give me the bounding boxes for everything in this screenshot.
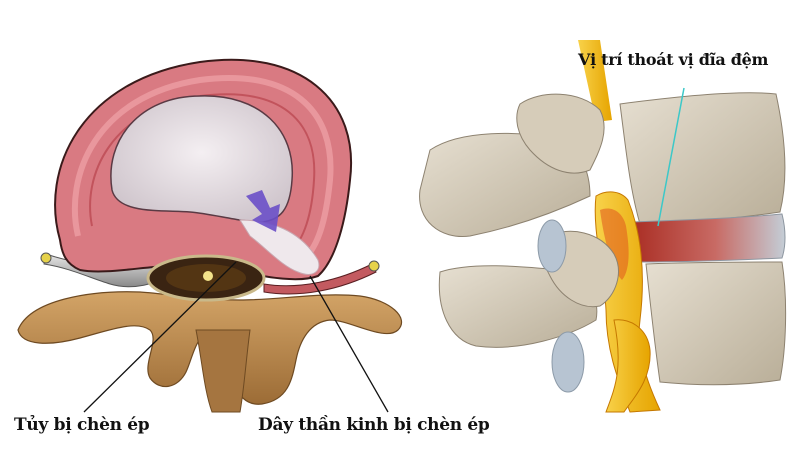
- upper-facet: [516, 93, 605, 174]
- annulus-layer: [89, 93, 316, 253]
- spinal-nerve-inflamed: [600, 208, 629, 280]
- central-canal: [203, 271, 213, 281]
- lateral-view: [419, 40, 787, 413]
- lower-vertebral-body: [645, 261, 787, 386]
- facet-cartilage-lower: [551, 331, 585, 393]
- leader-line-nerve-root: [309, 275, 389, 413]
- nucleus-pulposus: [110, 95, 293, 223]
- herniation-direction-arrow: [246, 190, 280, 232]
- label-herniation-site: Vị trí thoát vị đĩa đệm: [578, 50, 769, 69]
- axial-view: [17, 58, 403, 413]
- leader-line-spinal-cord: [83, 261, 237, 413]
- nerve-end-right: [368, 260, 380, 272]
- herniated-nucleus: [239, 219, 320, 275]
- upper-vertebral-body: [619, 92, 786, 225]
- nerve-end-left: [40, 252, 52, 264]
- leader-line-herniation: [657, 87, 685, 227]
- label-spinal-cord-compressed: Tủy bị chèn ép: [14, 415, 150, 435]
- spinous-process: [195, 329, 251, 413]
- label-nerve-root-compressed: Dây thần kinh bị chèn ép: [258, 415, 490, 435]
- nerve-root-lower: [605, 319, 651, 413]
- intervertebral-disc: [629, 213, 786, 263]
- facet-cartilage-upper: [537, 219, 567, 273]
- nerve-root-upper: [578, 40, 612, 122]
- annulus-layer: [71, 75, 334, 265]
- nerve-root-right: [263, 263, 377, 295]
